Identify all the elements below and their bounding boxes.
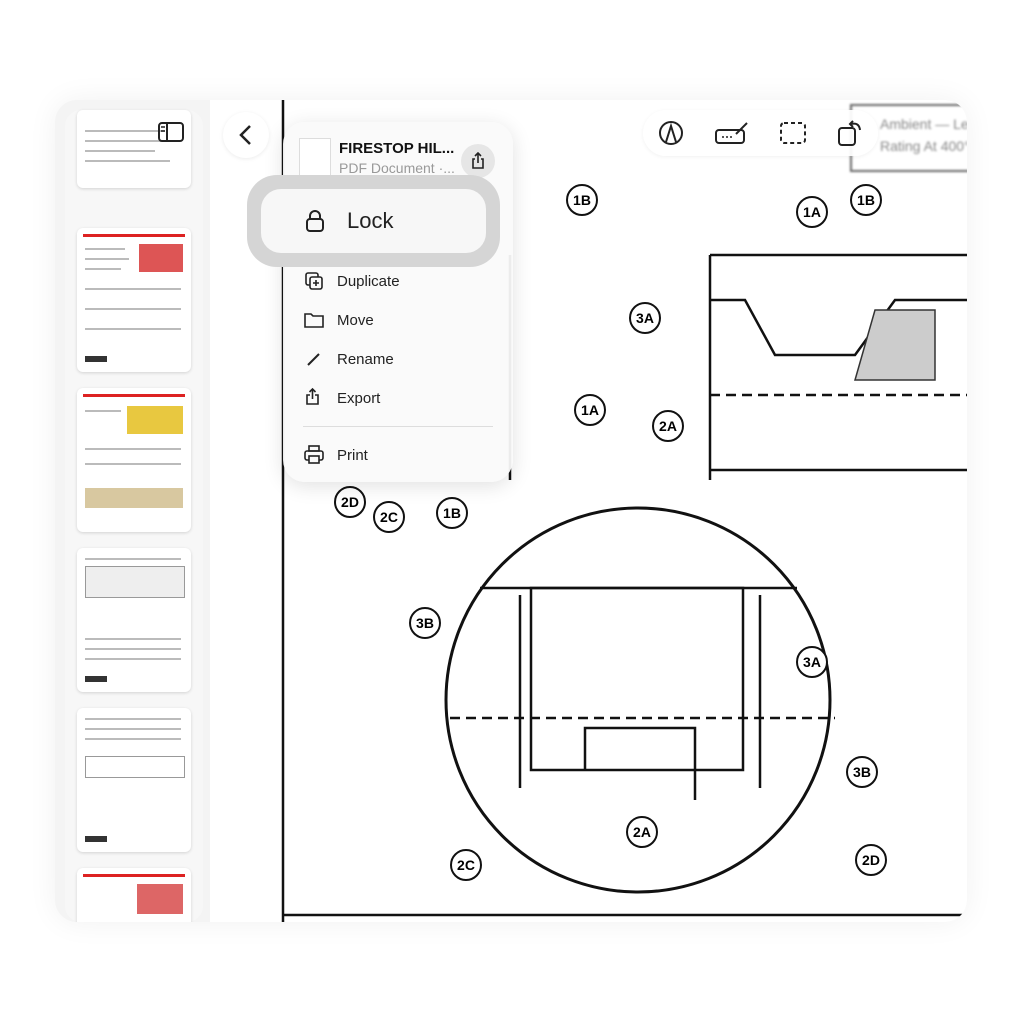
menu-item-duplicate[interactable]: Duplicate [303,266,400,296]
folder-icon [304,313,324,328]
signature-icon[interactable] [714,120,750,146]
rotate-icon[interactable] [837,119,863,147]
callout-14: 2D [855,844,887,876]
menu-item-export[interactable]: Export [303,383,380,413]
menu-item-label: Export [337,389,381,407]
menu-separator [303,426,493,427]
annotation-toolbar [643,110,878,156]
sidebar-toggle-button[interactable] [155,118,187,146]
file-title: FIRESTOP HIL... [339,140,455,157]
file-thumbnail [299,138,331,180]
menu-item-rename[interactable]: Rename [303,344,394,374]
thumbnail-sidebar[interactable] [65,110,203,922]
lock-highlight: Lock [247,175,500,267]
callout-3: 3A [629,302,661,334]
callout-11: 3B [846,756,878,788]
selection-icon[interactable] [779,121,807,145]
callout-1: 1A [796,196,828,228]
callout-7: 2D [334,486,366,518]
printer-icon [304,445,324,464]
page-thumbnail-6[interactable] [77,868,191,922]
duplicate-icon [305,272,323,290]
page-thumbnail-2[interactable] [77,228,191,372]
callout-0: 1B [566,184,598,216]
callout-12: 2C [450,849,482,881]
menu-item-label: Rename [337,350,394,368]
page-thumbnail-4[interactable] [77,548,191,692]
back-button[interactable] [223,112,269,158]
file-subtitle: PDF Document ·... [339,160,455,176]
chevron-left-icon [239,125,251,145]
markup-icon[interactable] [658,120,684,146]
callout-5: 1A [574,394,606,426]
sidebar-icon [158,122,184,142]
export-icon [306,387,319,405]
legend-line-1: Ambient — Le [880,116,967,132]
menu-item-lock[interactable]: Lock [261,189,486,253]
callout-6: 2C [373,501,405,533]
callout-9: 3B [409,607,441,639]
menu-header: FIRESTOP HIL... PDF Document ·... [299,138,499,188]
legend-line-2: Rating At 400°F — Le [880,138,967,154]
page-thumbnail-3[interactable] [77,388,191,532]
callout-13: 2A [626,816,658,848]
callout-8: 1B [436,497,468,529]
callout-10: 3A [796,646,828,678]
share-icon [472,152,484,169]
lock-label: Lock [347,208,394,233]
menu-item-label: Duplicate [337,272,400,290]
callout-4: 2A [652,410,684,442]
menu-item-label: Move [337,311,374,329]
share-button[interactable] [461,144,495,178]
pencil-icon [307,353,320,366]
menu-item-label: Print [337,446,368,464]
menu-item-print[interactable]: Print [303,440,368,470]
callout-2: 1B [850,184,882,216]
menu-item-move[interactable]: Move [303,305,374,335]
page-thumbnail-5[interactable] [77,708,191,852]
lock-icon [306,210,324,232]
